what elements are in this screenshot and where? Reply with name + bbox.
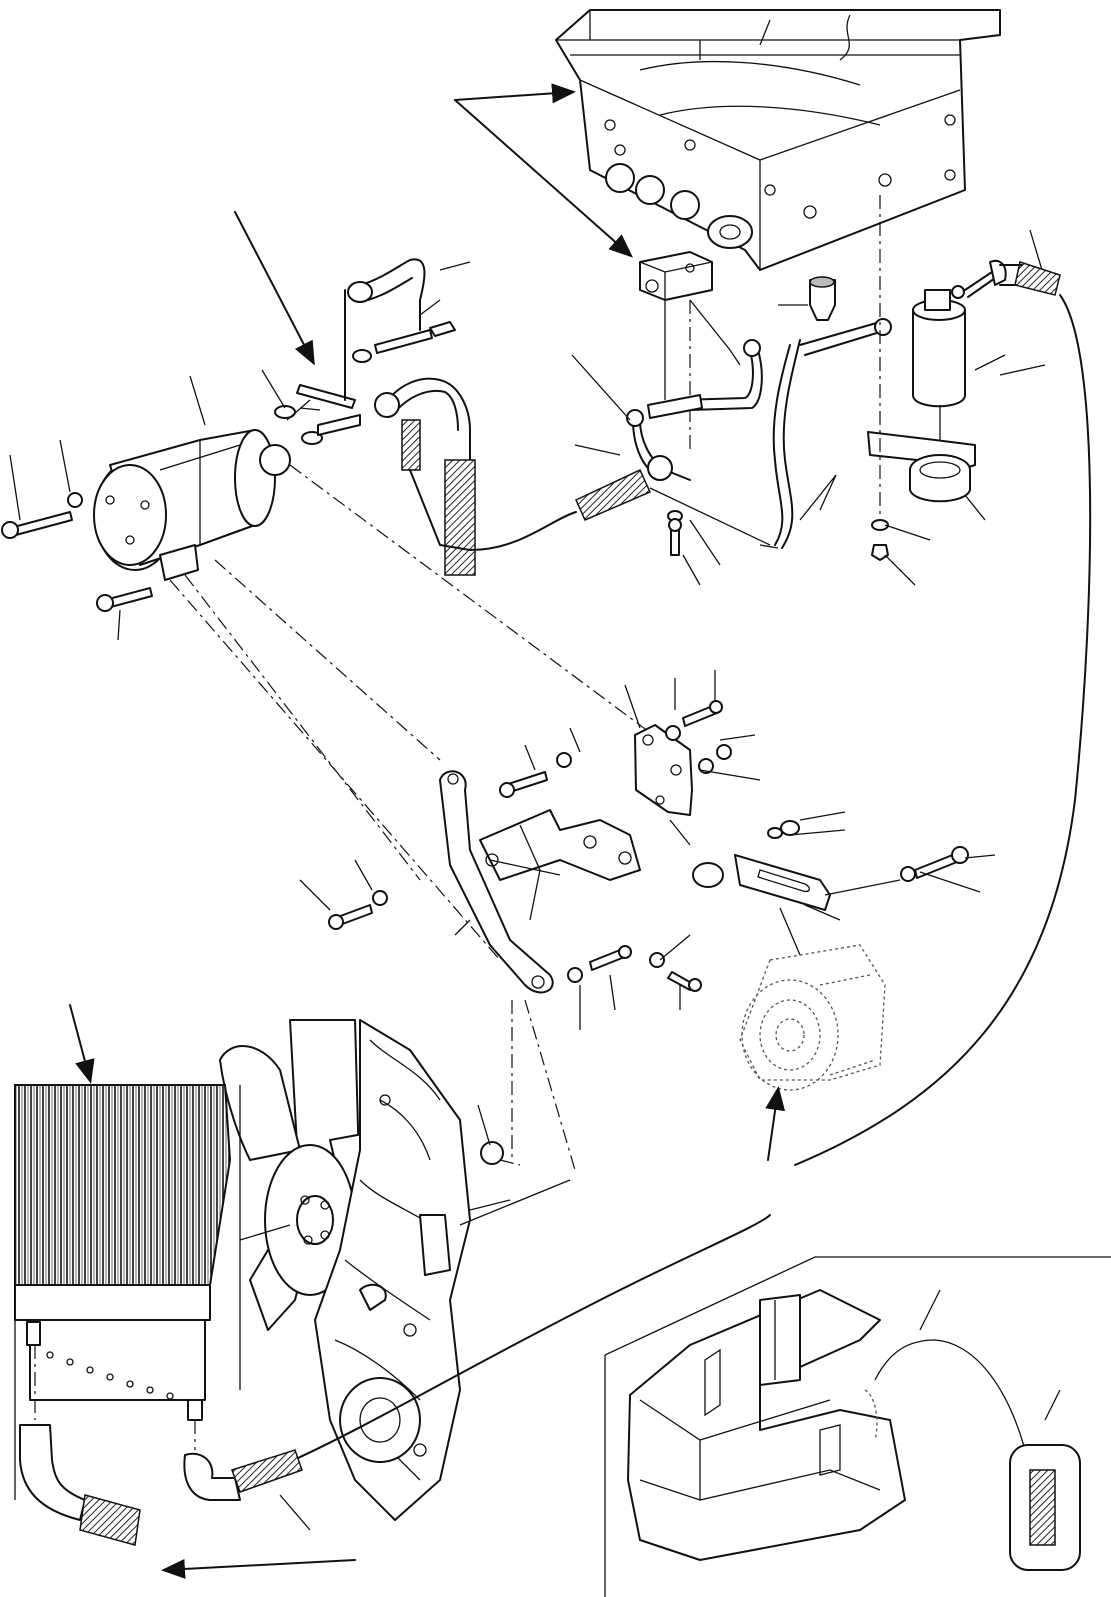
refrigerant-hose: [794, 294, 1092, 1166]
pointer-arrow: [234, 211, 315, 366]
receiver-dryer: [912, 260, 1061, 450]
alignment-lines: [169, 464, 661, 961]
dryer-bracket: [867, 195, 1006, 586]
compressor-fittings: [274, 384, 361, 445]
heater-evaporator-unit: [555, 9, 1001, 271]
expansion-valve-block: [639, 251, 713, 301]
cab-floor-inset: [604, 1256, 1111, 1597]
evaporator-lines: [571, 318, 892, 549]
bolt: [1, 369, 286, 641]
pointer-arrow: [69, 1004, 95, 1084]
condenser: [14, 1084, 241, 1500]
pointer-arrow: [454, 83, 576, 104]
pointer-arrow: [454, 99, 633, 258]
alternator: [739, 944, 886, 1091]
pointer-arrow: [765, 1086, 786, 1161]
mounting-plate: [634, 724, 693, 816]
pointer-arrow: [161, 1558, 356, 1579]
condenser-fittings: [19, 1214, 771, 1546]
screw: [667, 510, 721, 586]
compressor-bracket: [439, 770, 641, 994]
compressor: [93, 429, 291, 581]
adjusting-strap: [669, 811, 996, 956]
compressor-hoses: [344, 258, 577, 576]
pressure-switch: [778, 229, 1046, 376]
engine-block: [314, 999, 576, 1521]
bracket-fasteners: [299, 670, 761, 1030]
